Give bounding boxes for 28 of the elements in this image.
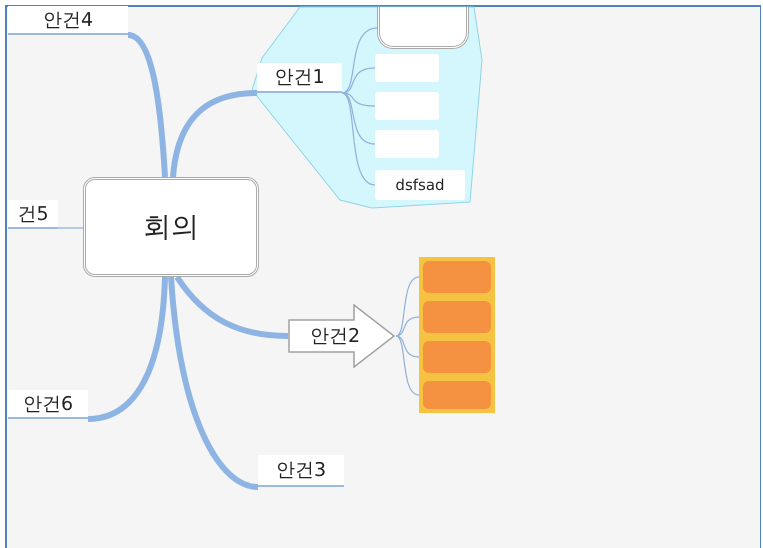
topic-label: 안건6	[8, 390, 88, 419]
subtopic-box	[419, 377, 495, 413]
branch-line	[168, 276, 258, 490]
topic-label: 안건3	[258, 455, 344, 487]
branch-line	[342, 92, 376, 145]
branch-line	[396, 276, 420, 337]
subtopic-label: dsfsad	[375, 170, 465, 200]
arrow-topic-shape: 안건2	[288, 304, 396, 368]
branch-line	[342, 27, 378, 94]
branch-line	[396, 335, 420, 396]
central-topic-box: 회의	[83, 177, 259, 277]
topic-label: 건5	[8, 200, 58, 229]
branch-line	[342, 92, 376, 186]
branch-line	[58, 227, 83, 229]
topic-label: 안건1	[257, 63, 342, 93]
branch-line	[342, 92, 376, 107]
branch-line	[342, 67, 376, 94]
subtopic-box	[419, 257, 495, 297]
subtopic-box	[375, 92, 439, 120]
subtopic-box	[375, 130, 439, 158]
topic-label: 안건4	[8, 6, 128, 35]
branch-line	[170, 90, 258, 178]
topic-box	[377, 7, 469, 49]
branch-line	[174, 275, 288, 339]
branch-line	[88, 276, 168, 422]
branch-line	[396, 316, 420, 337]
branch-line	[396, 335, 420, 358]
subtopic-box	[375, 54, 439, 82]
